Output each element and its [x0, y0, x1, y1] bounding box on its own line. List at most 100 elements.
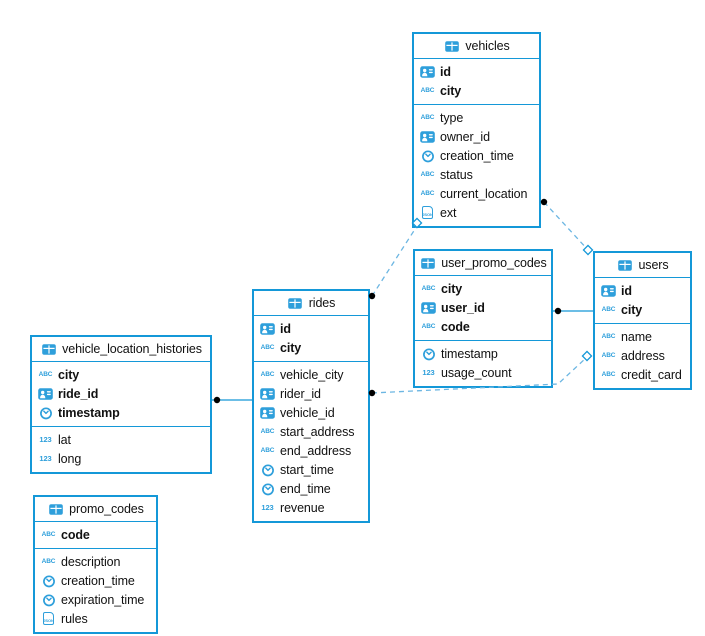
column-row[interactable]: 123 lat: [32, 430, 210, 449]
table-vehicles[interactable]: vehicles id ABC city ABC type owner_id: [412, 32, 541, 228]
table-header[interactable]: vehicle_location_histories: [32, 337, 210, 362]
column-row[interactable]: ABC status: [414, 165, 539, 184]
column-name: end_time: [280, 481, 331, 496]
column-row[interactable]: ABC credit_card: [595, 365, 690, 384]
abc-icon: ABC: [41, 531, 56, 538]
column-row[interactable]: JSON ext: [414, 203, 539, 222]
id-card-icon: [419, 66, 436, 78]
abc-icon: ABC: [420, 190, 435, 197]
clock-icon: [259, 482, 276, 496]
column-name: current_location: [440, 186, 528, 201]
column-row[interactable]: rider_id: [254, 384, 368, 403]
table-header[interactable]: users: [595, 253, 690, 278]
abc-icon: ABC: [601, 371, 616, 378]
column-name: timestamp: [441, 346, 498, 361]
table-promo-codes[interactable]: promo_codes ABC code ABC description cre…: [33, 495, 158, 634]
column-row[interactable]: expiration_time: [35, 590, 156, 609]
column-name: credit_card: [621, 367, 682, 382]
column-row[interactable]: ABC code: [415, 317, 551, 336]
column-name: city: [280, 340, 302, 355]
table-header[interactable]: vehicles: [414, 34, 539, 59]
id-card-icon: [259, 407, 276, 419]
column-row[interactable]: ABC name: [595, 327, 690, 346]
table-icon: [287, 298, 304, 309]
table-icon: [443, 41, 460, 52]
abc-icon: ABC: [260, 371, 275, 378]
column-row[interactable]: ABC city: [32, 365, 210, 384]
column-name: city: [441, 281, 463, 296]
table-header[interactable]: rides: [254, 291, 368, 316]
column-row[interactable]: ABC end_address: [254, 441, 368, 460]
column-name: city: [621, 302, 643, 317]
column-row[interactable]: ABC address: [595, 346, 690, 365]
column-row[interactable]: ABC code: [35, 525, 156, 544]
table-title: user_promo_codes: [441, 256, 547, 270]
id-card-icon: [37, 388, 54, 400]
table-vehicle-location-histories[interactable]: vehicle_location_histories ABC city ride…: [30, 335, 212, 474]
column-name: lat: [58, 432, 71, 447]
table-title: rides: [308, 296, 336, 310]
column-name: code: [441, 319, 470, 334]
column-row[interactable]: 123 usage_count: [415, 363, 551, 382]
column-name: status: [440, 167, 473, 182]
abc-icon: ABC: [601, 333, 616, 340]
column-row[interactable]: start_time: [254, 460, 368, 479]
column-row[interactable]: ABC city: [595, 300, 690, 319]
column-row[interactable]: ABC city: [254, 338, 368, 357]
column-row[interactable]: ABC type: [414, 108, 539, 127]
column-row[interactable]: timestamp: [415, 344, 551, 363]
column-row[interactable]: ABC vehicle_city: [254, 365, 368, 384]
column-name: ride_id: [58, 386, 99, 401]
column-row[interactable]: JSON rules: [35, 609, 156, 628]
abc-icon: ABC: [421, 323, 436, 330]
123-icon: 123: [422, 368, 435, 377]
column-name: usage_count: [441, 365, 512, 380]
column-row[interactable]: ABC city: [414, 81, 539, 100]
column-row[interactable]: user_id: [415, 298, 551, 317]
table-icon: [616, 260, 633, 271]
relation-vehicle-location-histories-rides: [212, 396, 253, 404]
column-row[interactable]: id: [254, 319, 368, 338]
column-row[interactable]: id: [595, 281, 690, 300]
column-name: end_address: [280, 443, 352, 458]
column-name: id: [621, 283, 632, 298]
column-name: start_address: [280, 424, 355, 439]
column-row[interactable]: 123 long: [32, 449, 210, 468]
clock-icon: [37, 406, 54, 420]
id-card-icon: [419, 131, 436, 143]
123-icon: 123: [39, 435, 52, 444]
column-row[interactable]: 123 revenue: [254, 498, 368, 517]
table-header[interactable]: user_promo_codes: [415, 251, 551, 276]
column-row[interactable]: id: [414, 62, 539, 81]
column-row[interactable]: vehicle_id: [254, 403, 368, 422]
column-name: owner_id: [440, 129, 490, 144]
relation-endpoint-dot: [213, 396, 221, 404]
column-row[interactable]: creation_time: [414, 146, 539, 165]
clock-icon: [419, 149, 436, 163]
abc-icon: ABC: [38, 371, 53, 378]
relation-endpoint-diamond: [582, 244, 594, 256]
id-card-icon: [420, 302, 437, 314]
table-header[interactable]: promo_codes: [35, 497, 156, 522]
column-name: vehicle_id: [280, 405, 335, 420]
column-name: user_id: [441, 300, 485, 315]
column-row[interactable]: ABC current_location: [414, 184, 539, 203]
table-users[interactable]: users id ABC city ABC name ABC address A…: [593, 251, 692, 390]
column-row[interactable]: ABC start_address: [254, 422, 368, 441]
column-row[interactable]: owner_id: [414, 127, 539, 146]
json-icon: JSON: [40, 612, 57, 625]
column-row[interactable]: ride_id: [32, 384, 210, 403]
column-row[interactable]: creation_time: [35, 571, 156, 590]
column-row[interactable]: end_time: [254, 479, 368, 498]
relation-endpoint-dot: [540, 198, 548, 206]
table-rides[interactable]: rides id ABC city ABC vehicle_city rider…: [252, 289, 370, 523]
table-user-promo-codes[interactable]: user_promo_codes ABC city user_id ABC co…: [413, 249, 553, 388]
123-icon: 123: [261, 503, 274, 512]
column-row[interactable]: ABC description: [35, 552, 156, 571]
column-row[interactable]: ABC city: [415, 279, 551, 298]
column-name: revenue: [280, 500, 325, 515]
column-row[interactable]: timestamp: [32, 403, 210, 422]
clock-icon: [40, 574, 57, 588]
table-title: promo_codes: [69, 502, 144, 516]
